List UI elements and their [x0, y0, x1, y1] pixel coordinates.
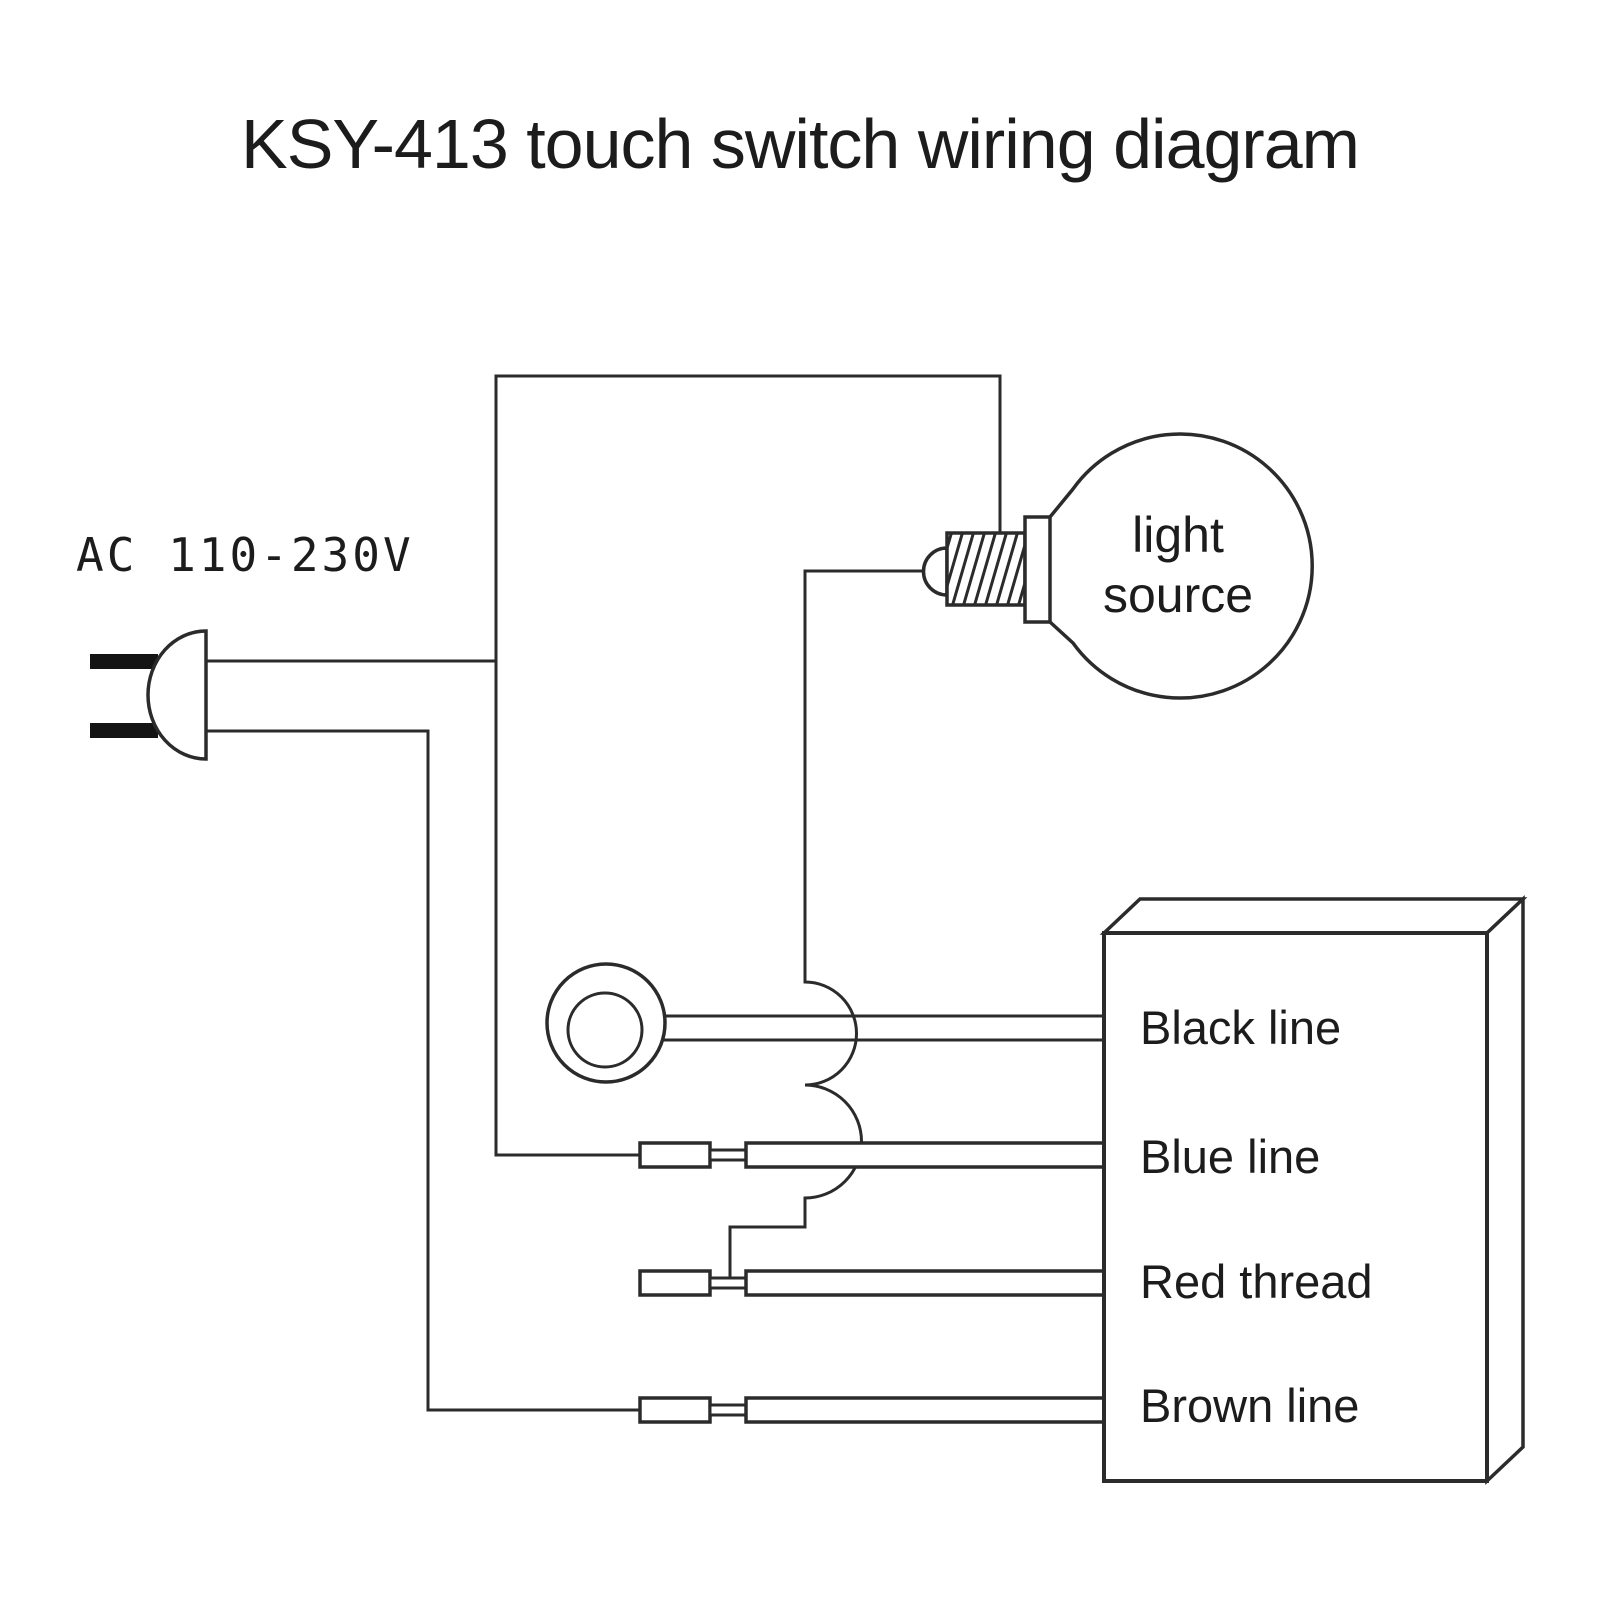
bulb-globe	[1048, 432, 1314, 700]
brown-wire-connector	[638, 1396, 1106, 1424]
connector-terminal	[638, 1269, 712, 1297]
bulb-thread-hatch	[947, 533, 1025, 605]
connector-neck	[708, 1148, 748, 1162]
sensor-control-wire	[728, 569, 924, 1283]
connector-terminal	[638, 1141, 712, 1169]
bulb-collar	[1023, 515, 1052, 624]
diagram-title: KSY-413 touch switch wiring diagram	[241, 105, 1360, 183]
blue-wire-connector	[638, 1141, 1106, 1169]
controller-box: Black line Blue line Red thread Brown li…	[1099, 894, 1528, 1486]
plug-body	[146, 629, 208, 761]
red-wire-connector	[638, 1269, 1106, 1297]
touch-sensor-icon	[545, 962, 667, 1084]
bulb-tip	[921, 546, 949, 597]
power-plug-icon	[90, 629, 208, 761]
connector-lead	[744, 1396, 1106, 1424]
light-bulb-icon: light source	[921, 432, 1314, 700]
connector-lead	[744, 1141, 1106, 1169]
plug-prong-bottom	[90, 723, 158, 738]
wire-label-blue: Blue line	[1140, 1130, 1320, 1183]
light-source-label-line1: light	[1132, 507, 1224, 563]
light-source-label-line2: source	[1103, 567, 1253, 623]
plug-prong-top	[90, 654, 158, 669]
sensor-inner-ring	[566, 991, 644, 1069]
wire-label-brown: Brown line	[1140, 1379, 1359, 1432]
box-top-face	[1099, 897, 1528, 935]
box-side-face	[1485, 894, 1525, 1486]
box-front-face	[1102, 931, 1489, 1483]
wire-label-red: Red thread	[1140, 1255, 1373, 1308]
circuit-frame-wire	[494, 374, 1002, 1157]
plug-neutral-wire	[206, 729, 640, 1412]
ac-voltage-label: AC 110-230V	[76, 528, 414, 582]
wire-label-black: Black line	[1140, 1001, 1341, 1054]
connector-neck	[708, 1403, 748, 1417]
connector-neck	[708, 1276, 748, 1290]
connector-lead	[744, 1269, 1106, 1297]
connector-terminal	[638, 1396, 712, 1424]
